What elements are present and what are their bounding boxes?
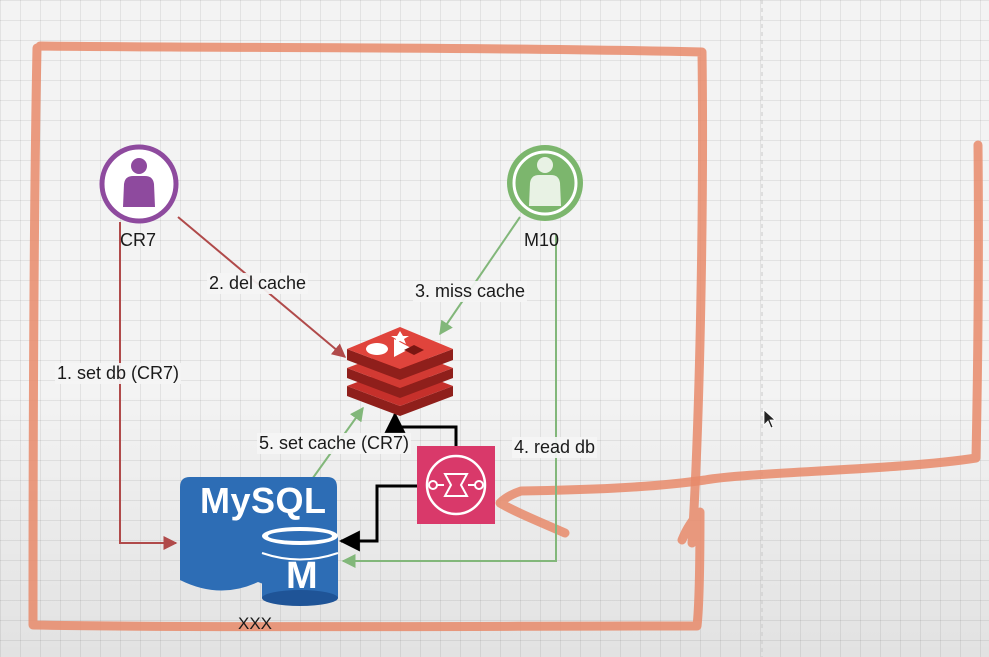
edge-set-db [119,222,178,550]
message-queue-icon [417,446,495,524]
user-cr7-icon [99,144,179,224]
annotation-strokes [28,41,983,632]
edge-label-miss-cache: 3. miss cache [413,281,528,302]
redis-cache-icon [347,327,453,416]
edge-queue-to-mysql [338,484,418,552]
mysql-logo-text: MySQL [200,480,327,521]
annotation-box-stroke [28,41,708,632]
user-m10-label: M10 [524,230,560,250]
user-cr7-label: CR7 [120,230,157,250]
mysql-database-icon [180,477,339,606]
user-m10-icon [507,145,583,221]
edge-label-set-cache: 5. set cache (CR7) [257,433,412,454]
edge-label-set-db: 1. set db (CR7) [55,363,182,384]
edge-read-db [341,235,557,568]
mysql-badge-letter: M [286,555,318,597]
edge-label-read-db: 4. read db [512,437,598,458]
annotation-hook-stroke [495,140,983,538]
edge-miss-cache [439,216,521,336]
edge-label-del-cache: 2. del cache [207,273,309,294]
edge-queue-to-redis [384,411,458,450]
mysql-label: XXX [238,614,273,633]
cursor-icon [763,409,777,429]
